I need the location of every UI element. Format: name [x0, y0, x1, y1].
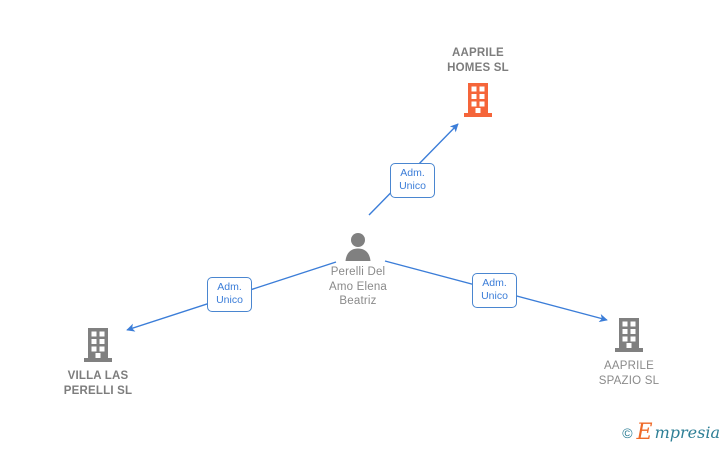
watermark-empresia: © E mpresia [622, 422, 720, 444]
node-label-top: AAPRILE HOMES SL [447, 47, 509, 74]
copyright-symbol: © [622, 425, 633, 441]
brand-name: mpresia [654, 423, 720, 442]
building-icon [464, 83, 492, 117]
node-person-perelli-del-amo-elena-beatriz[interactable]: Perelli Del Amo Elena Beatriz [288, 231, 428, 309]
person-icon [345, 233, 371, 261]
edge-label-adm-unico-left[interactable]: Adm. Unico [207, 277, 252, 312]
building-icon [84, 328, 112, 362]
node-company-villa-las-perelli[interactable]: VILLA LAS PERELLI SL [28, 328, 168, 398]
node-company-aaprile-homes[interactable]: AAPRILE HOMES SL [408, 46, 548, 117]
brand-initial: E [636, 420, 653, 445]
building-icon [615, 318, 643, 352]
node-label-person: Perelli Del Amo Elena Beatriz [328, 266, 388, 307]
node-company-aaprile-spazio[interactable]: AAPRILE SPAZIO SL [559, 318, 699, 388]
edge-label-adm-unico-top[interactable]: Adm. Unico [390, 163, 435, 198]
edge-label-adm-unico-right[interactable]: Adm. Unico [472, 273, 517, 308]
node-label-left: VILLA LAS PERELLI SL [63, 370, 133, 397]
node-label-right: AAPRILE SPAZIO SL [598, 360, 660, 387]
